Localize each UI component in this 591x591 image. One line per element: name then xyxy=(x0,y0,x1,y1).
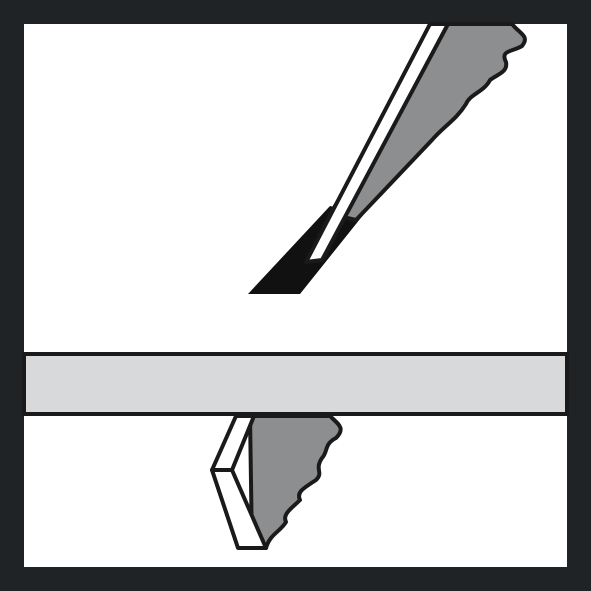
blade-body xyxy=(328,22,527,222)
lower-blade-body xyxy=(248,414,343,550)
upper-blade xyxy=(248,22,527,294)
lower-blade-spine-side xyxy=(210,468,268,550)
lower-blade xyxy=(210,414,343,550)
blade-spine xyxy=(304,22,450,264)
workpiece-board xyxy=(22,352,569,416)
